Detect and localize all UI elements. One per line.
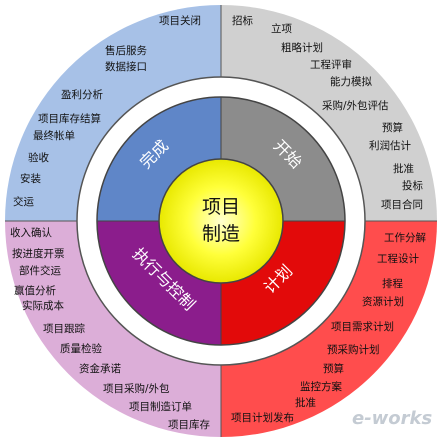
list-item: 项目制造订单: [129, 400, 192, 413]
list-item: 盈利分析: [61, 88, 103, 101]
center-label-line1: 项目: [202, 196, 240, 218]
list-item: 利润估计: [369, 139, 411, 152]
list-item: 赢值分析: [14, 284, 56, 297]
watermark-text: e-works: [352, 408, 433, 429]
list-item: 工作分解: [384, 231, 426, 244]
list-item: 投标: [402, 179, 423, 192]
list-item: 项目计划发布: [231, 411, 294, 424]
list-item: 验收: [28, 151, 49, 164]
list-item: 排程: [382, 277, 403, 290]
plan-items: 工作分解 工程设计 排程 资源计划 项目需求计划 预采购计划 预算 监控方案 批…: [231, 231, 426, 424]
list-item: 项目采购/外包: [103, 382, 170, 395]
list-item: 收入确认: [10, 226, 52, 239]
list-item: 部件交运: [19, 264, 61, 277]
list-item: 数据接口: [105, 60, 147, 73]
list-item: 预算: [382, 121, 403, 134]
list-item: 批准: [393, 162, 414, 175]
list-item: 预采购计划: [327, 343, 380, 356]
list-item: 交运: [13, 195, 34, 208]
list-item: 工程评审: [310, 58, 352, 71]
list-item: 采购/外包评估: [322, 99, 389, 112]
start-items: 招标 立项 粗略计划 工程评审 能力模拟 采购/外包评估 预算 利润估计 批准 …: [232, 14, 423, 211]
list-item: 按进度开票: [12, 247, 65, 260]
list-item: 预算: [323, 362, 344, 375]
list-item: 项目需求计划: [331, 320, 394, 333]
list-item: 项目合同: [381, 198, 423, 211]
list-item: 最终帐单: [33, 129, 75, 142]
list-item: 质量检验: [60, 342, 102, 355]
list-item: 售后服务: [105, 44, 147, 57]
center-circle: [158, 158, 284, 284]
center-label-line2: 制造: [202, 223, 240, 245]
execution-items: 收入确认 按进度开票 部件交运 赢值分析 实际成本 项目跟踪 质量检验 资金承诺…: [10, 226, 210, 431]
list-item: 监控方案: [300, 380, 342, 393]
list-item: 粗略计划: [281, 41, 323, 54]
list-item: 招标: [232, 14, 253, 27]
list-item: 安装: [20, 172, 41, 185]
list-item: 项目跟踪: [43, 322, 85, 335]
list-item: 项目关闭: [159, 14, 201, 27]
list-item: 立项: [271, 22, 292, 35]
list-item: 批准: [295, 396, 316, 409]
list-item: 工程设计: [377, 252, 419, 265]
list-item: 项目库存: [168, 418, 210, 431]
list-item: 资源计划: [362, 295, 404, 308]
list-item: 资金承诺: [79, 362, 121, 375]
completion-items: 项目关闭 售后服务 数据接口 盈利分析 项目库存结算 最终帐单 验收 安装 交运: [13, 14, 201, 208]
list-item: 项目库存结算: [38, 112, 101, 125]
list-item: 能力模拟: [330, 75, 372, 88]
list-item: 实际成本: [22, 299, 64, 312]
